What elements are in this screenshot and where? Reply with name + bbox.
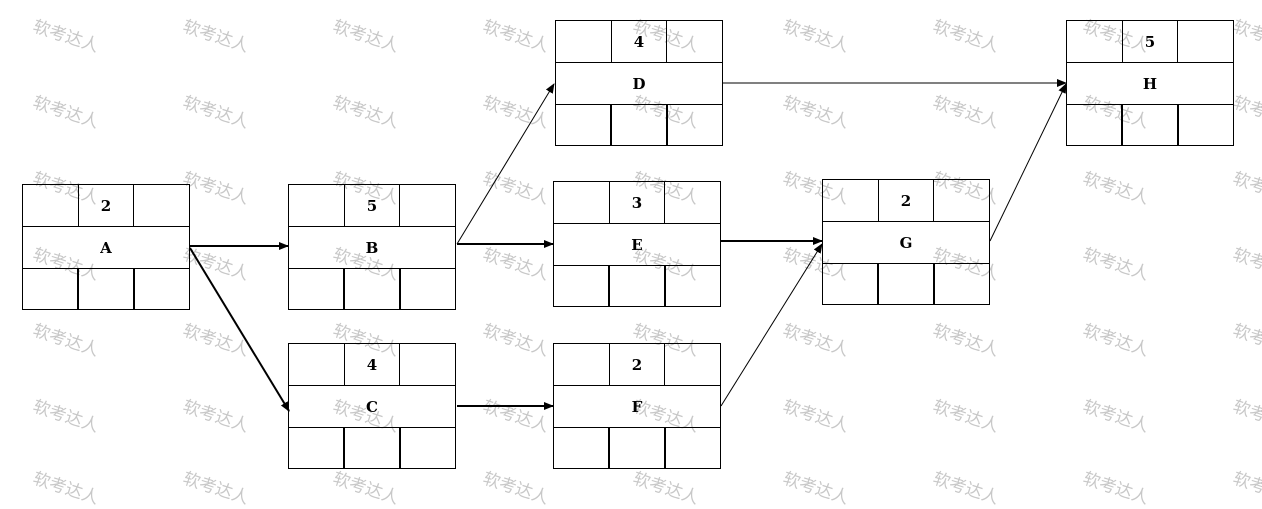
node-f-top-row: 2 bbox=[554, 344, 720, 386]
node-c-earliest-start bbox=[289, 344, 344, 385]
node-d-name-row: D bbox=[556, 63, 722, 105]
node-h-latest-finish bbox=[1177, 105, 1233, 146]
node-d-earliest-start bbox=[556, 21, 611, 62]
node-d-latest-start bbox=[556, 105, 610, 146]
edge-f-g bbox=[720, 243, 823, 407]
node-d-total-float bbox=[610, 105, 666, 146]
node-b-total-float bbox=[343, 269, 399, 310]
node-b-latest-start bbox=[289, 269, 343, 310]
node-e-top-row: 3 bbox=[554, 182, 720, 224]
node-a-latest-start bbox=[23, 269, 77, 310]
node-d-duration: 4 bbox=[610, 21, 667, 62]
node-h[interactable]: 5 H bbox=[1066, 20, 1234, 146]
node-b-earliest-start bbox=[289, 185, 344, 226]
node-c-earliest-finish bbox=[399, 344, 455, 385]
node-f-name-row: F bbox=[554, 386, 720, 428]
node-d-earliest-finish bbox=[666, 21, 722, 62]
node-g-earliest-start bbox=[823, 180, 878, 221]
node-e-latest-start bbox=[554, 266, 608, 307]
edge-a-c bbox=[189, 247, 290, 412]
node-a-total-float bbox=[77, 269, 133, 310]
node-f-latest-finish bbox=[664, 428, 720, 469]
node-e-earliest-finish bbox=[664, 182, 720, 223]
node-h-name: H bbox=[1142, 74, 1158, 93]
node-e[interactable]: 3 E bbox=[553, 181, 721, 307]
node-c-name: C bbox=[366, 397, 378, 416]
node-d[interactable]: 4 D bbox=[555, 20, 723, 146]
node-b-bottom-row bbox=[289, 269, 455, 310]
node-g-total-float bbox=[877, 264, 933, 305]
node-g-top-row: 2 bbox=[823, 180, 989, 222]
node-g-earliest-finish bbox=[933, 180, 989, 221]
node-a-earliest-finish bbox=[133, 185, 189, 226]
node-d-name: D bbox=[632, 74, 646, 93]
node-f-latest-start bbox=[554, 428, 608, 469]
node-d-bottom-row bbox=[556, 105, 722, 146]
node-b-top-row: 5 bbox=[289, 185, 455, 227]
node-e-name-row: E bbox=[554, 224, 720, 266]
node-f-earliest-finish bbox=[664, 344, 720, 385]
node-b[interactable]: 5 B bbox=[288, 184, 456, 310]
node-h-total-float bbox=[1121, 105, 1177, 146]
node-f[interactable]: 2 F bbox=[553, 343, 721, 469]
node-c-bottom-row bbox=[289, 428, 455, 469]
node-e-earliest-start bbox=[554, 182, 609, 223]
node-a-bottom-row bbox=[23, 269, 189, 310]
node-c-name-row: C bbox=[289, 386, 455, 428]
node-f-bottom-row bbox=[554, 428, 720, 469]
node-d-top-row: 4 bbox=[556, 21, 722, 63]
node-a-duration: 2 bbox=[77, 185, 134, 226]
node-a[interactable]: 2 A bbox=[22, 184, 190, 310]
node-c-latest-start bbox=[289, 428, 343, 469]
node-b-latest-finish bbox=[399, 269, 455, 310]
node-g-bottom-row bbox=[823, 264, 989, 305]
node-b-name-row: B bbox=[289, 227, 455, 269]
node-e-latest-finish bbox=[664, 266, 720, 307]
node-a-name: A bbox=[100, 238, 112, 257]
node-a-name-row: A bbox=[23, 227, 189, 269]
node-c[interactable]: 4 C bbox=[288, 343, 456, 469]
node-e-duration: 3 bbox=[608, 182, 665, 223]
node-c-latest-finish bbox=[399, 428, 455, 469]
node-h-top-row: 5 bbox=[1067, 21, 1233, 63]
node-g[interactable]: 2 G bbox=[822, 179, 990, 305]
node-c-top-row: 4 bbox=[289, 344, 455, 386]
node-a-earliest-start bbox=[23, 185, 78, 226]
node-d-latest-finish bbox=[666, 105, 722, 146]
node-c-duration: 4 bbox=[343, 344, 400, 385]
edge-b-d bbox=[456, 83, 555, 245]
node-g-name-row: G bbox=[823, 222, 989, 264]
node-g-latest-start bbox=[823, 264, 877, 305]
node-c-total-float bbox=[343, 428, 399, 469]
node-e-total-float bbox=[608, 266, 664, 307]
node-f-name: F bbox=[631, 397, 643, 416]
node-f-total-float bbox=[608, 428, 664, 469]
node-b-earliest-finish bbox=[399, 185, 455, 226]
node-h-name-row: H bbox=[1067, 63, 1233, 105]
edge-g-h bbox=[989, 83, 1067, 242]
node-a-latest-finish bbox=[133, 269, 189, 310]
node-h-duration: 5 bbox=[1121, 21, 1178, 62]
node-h-latest-start bbox=[1067, 105, 1121, 146]
node-f-duration: 2 bbox=[608, 344, 665, 385]
node-b-name: B bbox=[365, 238, 379, 257]
node-g-duration: 2 bbox=[877, 180, 934, 221]
node-h-earliest-finish bbox=[1177, 21, 1233, 62]
node-h-bottom-row bbox=[1067, 105, 1233, 146]
node-b-duration: 5 bbox=[343, 185, 400, 226]
node-g-latest-finish bbox=[933, 264, 989, 305]
node-e-name: E bbox=[631, 235, 643, 254]
node-a-top-row: 2 bbox=[23, 185, 189, 227]
node-e-bottom-row bbox=[554, 266, 720, 307]
node-h-earliest-start bbox=[1067, 21, 1122, 62]
node-f-earliest-start bbox=[554, 344, 609, 385]
node-g-name: G bbox=[899, 233, 913, 252]
